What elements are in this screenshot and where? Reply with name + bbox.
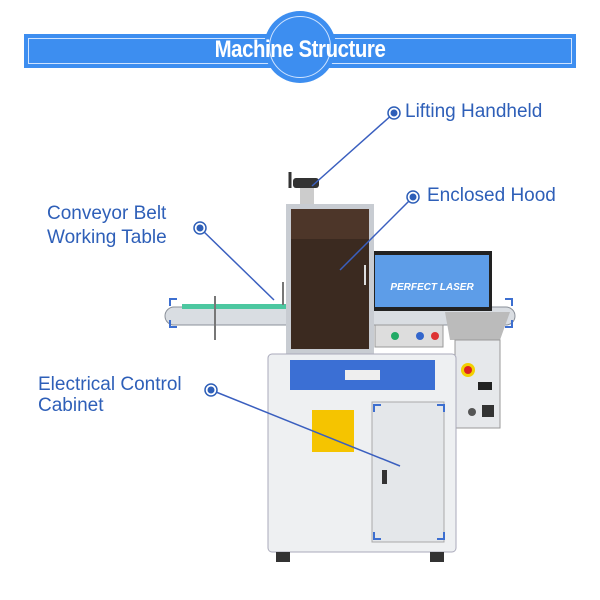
control-panel [374, 324, 444, 348]
lifting-handheld [288, 172, 319, 208]
monitor-brand-text: PERFECT LASER [390, 282, 474, 293]
side-panel [445, 312, 510, 429]
label-cabinet-line1: Electrical Control [38, 374, 182, 395]
monitor: PERFECT LASER [372, 251, 492, 311]
callout-brackets [169, 298, 513, 540]
label-conveyor-line1: Conveyor Belt [47, 203, 167, 224]
enclosed-hood [286, 204, 374, 354]
label-enclosed-hood: Enclosed Hood [427, 185, 556, 206]
leader-lines [199, 112, 414, 467]
page-title: Machine Structure [214, 36, 386, 63]
label-conveyor-line2: Working Table [47, 227, 167, 248]
label-lifting-handheld: Lifting Handheld [405, 101, 543, 122]
label-electrical-cabinet: Electrical Control Cabinet [38, 374, 182, 416]
label-cabinet-line2: Cabinet [38, 395, 104, 416]
callout-dots [193, 106, 420, 397]
label-conveyor-belt: Conveyor Belt Working Table [47, 202, 167, 250]
header-circle [264, 11, 336, 83]
electrical-control-cabinet [267, 353, 457, 562]
